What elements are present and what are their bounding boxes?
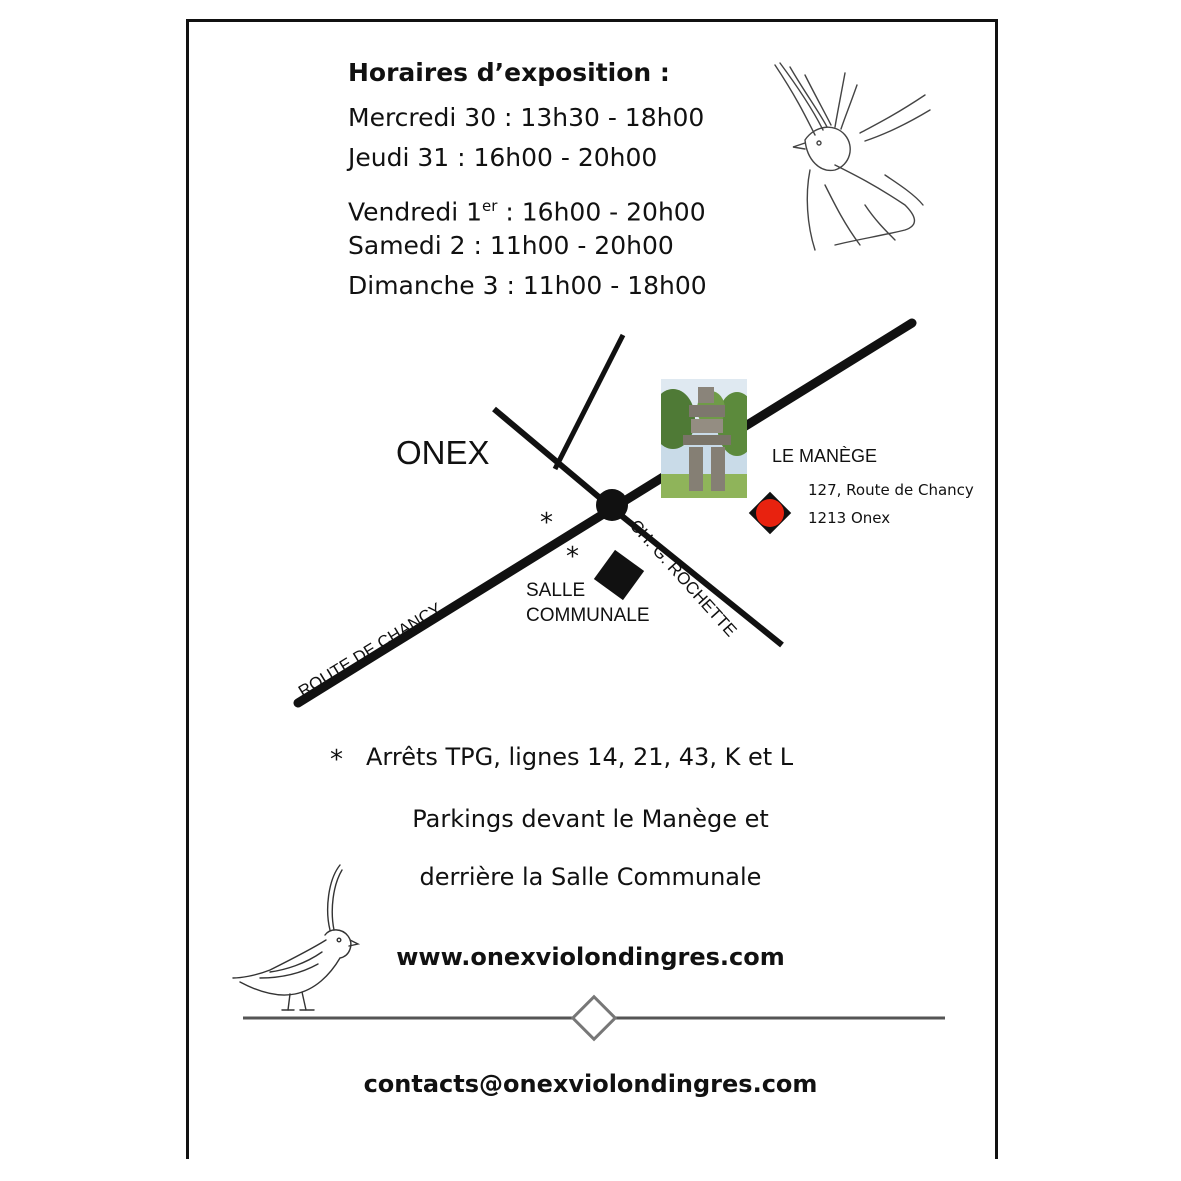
schedule-friday-day: Vendredi 1 <box>348 197 483 227</box>
rochette-road <box>610 505 784 648</box>
schedule-block: Horaires d’exposition : Mercredi 30 : 13… <box>348 58 707 306</box>
bus-stop-marker: * <box>540 508 553 538</box>
divider-diamond-icon <box>570 994 618 1042</box>
schedule-friday-hours: : 16h00 - 20h00 <box>497 197 706 227</box>
website-link[interactable]: www.onexviolondingres.com <box>396 943 785 971</box>
map-town-label: ONEX <box>396 434 490 471</box>
bird-sketch-icon <box>774 62 931 251</box>
venue-marker <box>756 499 784 527</box>
schedule-sunday: Dimanche 3 : 11h00 - 18h00 <box>348 271 707 300</box>
venue-address-line1: 127, Route de Chancy <box>808 481 974 499</box>
tpg-stops-info: Arrêts TPG, lignes 14, 21, 43, K et L <box>366 743 794 771</box>
bus-stop-marker: * <box>566 542 579 572</box>
statue-photo <box>661 379 747 498</box>
schedule-friday-sup: er <box>482 197 498 215</box>
roundabout <box>596 489 628 521</box>
lapwing-sketch-icon <box>232 864 361 1011</box>
divider-line <box>243 994 945 1042</box>
parking-info-line1: Parkings devant le Manège et <box>412 805 769 833</box>
schedule-friday: Vendredi 1er : 16h00 - 20h00 <box>348 186 707 226</box>
north-west-road <box>492 406 614 511</box>
flyer-page <box>186 19 998 1159</box>
schedule-saturday: Samedi 2 : 11h00 - 20h00 <box>348 231 674 260</box>
north-road <box>552 333 626 471</box>
salle-label-line2: COMMUNALE <box>526 605 650 626</box>
venue-address-line2: 1213 Onex <box>808 509 891 527</box>
schedule-title: Horaires d’exposition : <box>348 58 670 87</box>
salle-communale-label: SALLE COMMUNALE <box>526 578 650 628</box>
venue-label: LE MANÈGE <box>772 446 878 466</box>
schedule-thursday: Jeudi 31 : 16h00 - 20h00 <box>348 143 658 172</box>
contact-email[interactable]: contacts@onexviolondingres.com <box>363 1070 818 1098</box>
salle-communale-marker <box>593 549 645 601</box>
tpg-asterisk-icon: * <box>330 745 343 775</box>
parking-info-line2: derrière la Salle Communale <box>419 863 762 891</box>
salle-label-line1: SALLE <box>526 580 586 601</box>
schedule-wednesday: Mercredi 30 : 13h30 - 18h00 <box>348 103 705 132</box>
